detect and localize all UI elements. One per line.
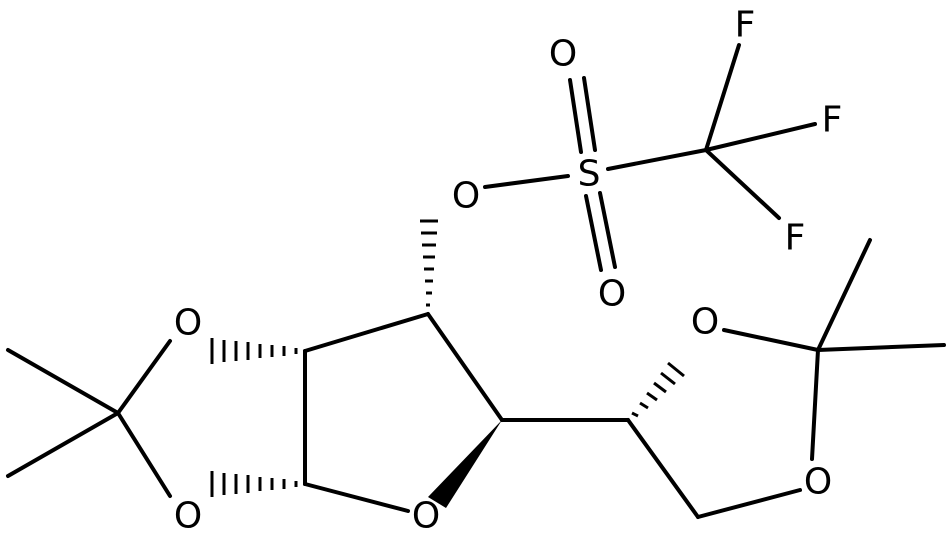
bond-s-o-top-b	[582, 76, 597, 152]
bond-c-f-top	[704, 43, 741, 152]
atom-o-dioxolane-right-bottom: O	[804, 462, 832, 503]
atom-s-sulfonyl: S	[578, 154, 601, 195]
atom-o-ring-furanose: O	[412, 496, 440, 537]
bond-methyl-left-lower	[6, 411, 120, 478]
atom-o-dioxolane-left-bottom: O	[174, 496, 202, 537]
bond-c-o-left-top	[116, 339, 172, 415]
bond-o-s	[483, 174, 570, 189]
atom-o-sulfonyl-top: O	[549, 34, 577, 75]
bond-c2-oring	[303, 482, 410, 513]
bond-c3-c4	[426, 312, 504, 422]
atom-o-dioxolane-right-top: O	[691, 302, 719, 343]
bond-c-f-middle	[704, 122, 817, 152]
atom-o-triflate-ester: O	[452, 176, 480, 217]
atom-f-middle: F	[822, 100, 843, 141]
bond-methyl-right-lower	[816, 343, 946, 352]
bond-c-f-bottom	[704, 148, 781, 220]
hash-c1-o-left-top	[210, 338, 298, 364]
single-bonds	[6, 43, 946, 519]
bond-s-cf3	[606, 148, 708, 171]
double-bonds	[568, 76, 617, 272]
wedge-c4-oring	[428, 420, 502, 508]
hash-c2-o-left-bottom	[210, 471, 298, 497]
bond-methyl-right-upper	[816, 238, 872, 352]
atom-f-top: F	[735, 5, 756, 46]
bond-s-o-bottom-a	[584, 194, 603, 272]
hash-bonds	[210, 219, 685, 497]
bond-o-right-top-acetal	[722, 328, 820, 352]
hash-c3-o-triflate	[420, 219, 438, 307]
atom-o-sulfonyl-bottom: O	[598, 274, 626, 315]
bond-c6-o-right-bottom	[696, 488, 802, 519]
hash-c5-o-right-top	[631, 361, 685, 418]
bond-c-o-left-bottom	[116, 411, 172, 498]
bond-o-right-bottom-acetal	[810, 348, 820, 461]
bond-c5-c6	[626, 418, 700, 519]
bond-methyl-left-upper	[6, 348, 120, 415]
atom-o-dioxolane-left-top: O	[174, 303, 202, 344]
bond-c1-c3	[303, 312, 430, 353]
atom-labels: O O O O O O O O S F F F	[174, 5, 843, 537]
bond-s-o-bottom-b	[598, 191, 617, 269]
bond-s-o-top-a	[568, 78, 583, 154]
atom-f-bottom: F	[785, 218, 806, 259]
wedge-bonds	[428, 420, 502, 508]
